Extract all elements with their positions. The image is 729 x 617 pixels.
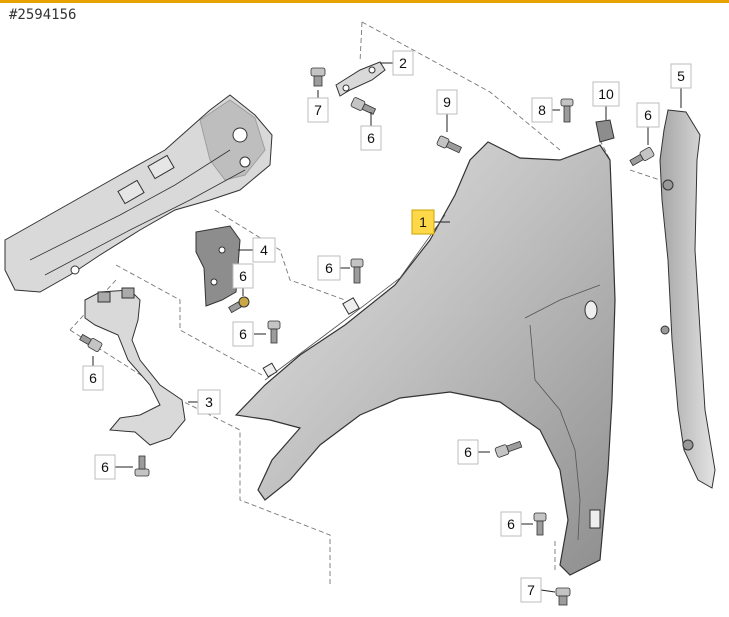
bolt-hardware [134,455,150,477]
leader-lines [92,62,682,593]
svg-text:6: 6 [464,444,472,460]
callout-6[interactable]: 6 [317,255,341,281]
svg-text:7: 7 [527,582,535,598]
clip-nut-part [595,119,615,143]
callout-9[interactable]: 9 [436,89,458,115]
screw-hardware [560,98,574,123]
bolt-hardware [533,512,547,536]
bolt-hardware [494,440,523,458]
callout-5[interactable]: 5 [670,63,692,89]
svg-text:6: 6 [644,107,652,123]
callout-6[interactable]: 6 [226,399,234,415]
rear-seal-part [659,109,716,489]
svg-text:7: 7 [314,102,322,118]
callout-7[interactable]: 7 [520,577,542,603]
svg-text:6: 6 [101,459,109,475]
callout-6[interactable]: 6 [636,102,660,128]
callout-4[interactable]: 4 [252,237,276,263]
bolt-hardware [228,296,250,314]
frame-rail-part [4,94,273,293]
bolt-hardware [350,97,377,115]
svg-text:3: 3 [205,394,213,410]
callout-6[interactable]: 6 [82,365,104,391]
svg-text:6: 6 [239,268,247,284]
catalog-id: #2594156 [9,7,77,23]
expanding-nut-hardware [555,587,571,606]
bolt-hardware [267,320,281,344]
callout-3[interactable]: 3 [197,389,221,415]
callouts: 1 2 3 4 5 6 6 [82,50,692,603]
bolt-hardware [79,333,103,352]
svg-text:10: 10 [598,86,614,102]
svg-text:6: 6 [89,370,97,386]
callout-10[interactable]: 10 [592,81,620,107]
fender-part [234,141,616,576]
svg-text:9: 9 [443,94,451,110]
callout-1[interactable]: 1 [411,209,435,235]
callout-6[interactable]: 6 [360,125,382,151]
svg-text:6: 6 [367,130,375,146]
bolt-hardware [436,135,463,154]
bolt-hardware [350,258,364,284]
upper-bracket-part [335,61,386,97]
svg-text:6: 6 [239,326,247,342]
callout-2[interactable]: 2 [392,50,414,76]
svg-text:5: 5 [677,68,685,84]
mounting-plate-part [195,225,241,307]
svg-text:6: 6 [325,260,333,276]
callout-6[interactable]: 6 [94,454,116,480]
svg-text:4: 4 [260,242,268,258]
callout-6[interactable]: 6 [500,511,522,537]
front-support-bracket-part [84,287,186,446]
svg-text:2: 2 [399,55,407,71]
callout-8[interactable]: 8 [531,97,553,123]
top-accent-bar [0,0,729,3]
svg-text:1: 1 [419,214,427,230]
expanding-nut-hardware [310,67,326,87]
hardware [79,67,655,606]
svg-text:8: 8 [538,102,546,118]
callout-6[interactable]: 6 [457,439,479,465]
callout-6[interactable]: 6 [232,263,254,289]
callout-7[interactable]: 7 [307,97,329,123]
svg-text:6: 6 [507,516,515,532]
bolt-hardware [629,147,655,167]
callout-6[interactable]: 6 [232,321,254,347]
